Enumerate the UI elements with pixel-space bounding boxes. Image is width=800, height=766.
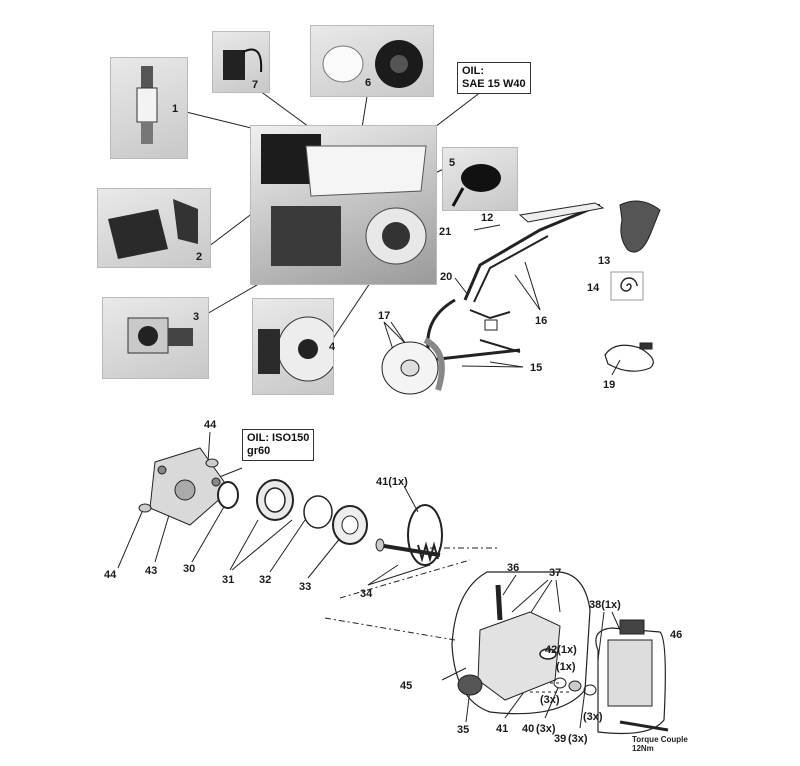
qty-label-1x: (1x) xyxy=(556,661,576,673)
oil-cap-photo xyxy=(310,25,434,97)
air-filter-photo xyxy=(97,188,211,268)
part-label-30: 30 xyxy=(183,563,196,575)
part-label-40: 40 xyxy=(522,723,535,735)
part-label-32: 32 xyxy=(259,574,272,586)
part-label-1: 1 xyxy=(172,103,179,115)
part-label-44-bottom: 44 xyxy=(104,569,117,581)
torque-title: Torque Couple xyxy=(632,735,688,744)
part-label-45: 45 xyxy=(400,680,413,692)
part-label-3: 3 xyxy=(193,311,200,323)
part-label-34: 34 xyxy=(360,588,373,600)
part-label-2: 2 xyxy=(196,251,203,263)
part-label-41-1x: 41(1x) xyxy=(376,476,408,488)
ignition-coil-photo xyxy=(212,31,270,93)
torque-note: Torque Couple 12Nm xyxy=(632,735,688,753)
part-label-20: 20 xyxy=(440,271,453,283)
part-label-16: 16 xyxy=(535,315,548,327)
part-label-13: 13 xyxy=(598,255,611,267)
part-label-43: 43 xyxy=(145,565,158,577)
part-label-17: 17 xyxy=(378,310,391,322)
part-label-5: 5 xyxy=(449,157,456,169)
part-label-38-1x: 38(1x) xyxy=(589,599,621,611)
engine-oil-note: OIL: SAE 15 W40 xyxy=(457,62,531,94)
engine-oil-grade: SAE 15 W40 xyxy=(462,78,526,90)
part-label-35: 35 xyxy=(457,724,470,736)
pump-oil-note: OIL: ISO150 gr60 xyxy=(242,429,315,461)
pump-oil-grade: gr60 xyxy=(247,445,271,457)
part-label-36: 36 xyxy=(507,562,520,574)
part-label-42-1x: 42(1x) xyxy=(545,644,577,656)
recoil-starter-photo xyxy=(252,298,334,395)
part-label-12: 12 xyxy=(481,212,494,224)
part-label-7: 7 xyxy=(252,79,259,91)
part-label-33: 33 xyxy=(299,581,312,593)
part-label-39: 39 xyxy=(554,733,567,745)
qty-label-3x-a: (3x) xyxy=(540,694,560,706)
engine-oil-title: OIL: xyxy=(462,65,484,77)
part-label-15: 15 xyxy=(530,362,543,374)
pump-oil-title: OIL: ISO150 xyxy=(247,432,310,444)
qty-label-3x-b: (3x) xyxy=(583,711,603,723)
part-label-44-top: 44 xyxy=(204,419,217,431)
part-label-37: 37 xyxy=(549,567,562,579)
qty-label-39: (3x) xyxy=(568,733,588,745)
part-label-46: 46 xyxy=(670,629,683,641)
fuel-tap-photo xyxy=(442,147,518,211)
part-label-19: 19 xyxy=(603,379,616,391)
part-label-31: 31 xyxy=(222,574,235,586)
spark-plug-photo xyxy=(110,57,188,159)
qty-label-40: (3x) xyxy=(536,723,556,735)
part-label-6: 6 xyxy=(365,77,372,89)
engine-photo xyxy=(250,125,437,285)
part-label-14: 14 xyxy=(587,282,600,294)
carburetor-photo xyxy=(102,297,209,379)
part-label-21: 21 xyxy=(439,226,452,238)
part-label-4: 4 xyxy=(329,341,336,353)
torque-value: 12Nm xyxy=(632,744,654,753)
part-label-41: 41 xyxy=(496,723,509,735)
